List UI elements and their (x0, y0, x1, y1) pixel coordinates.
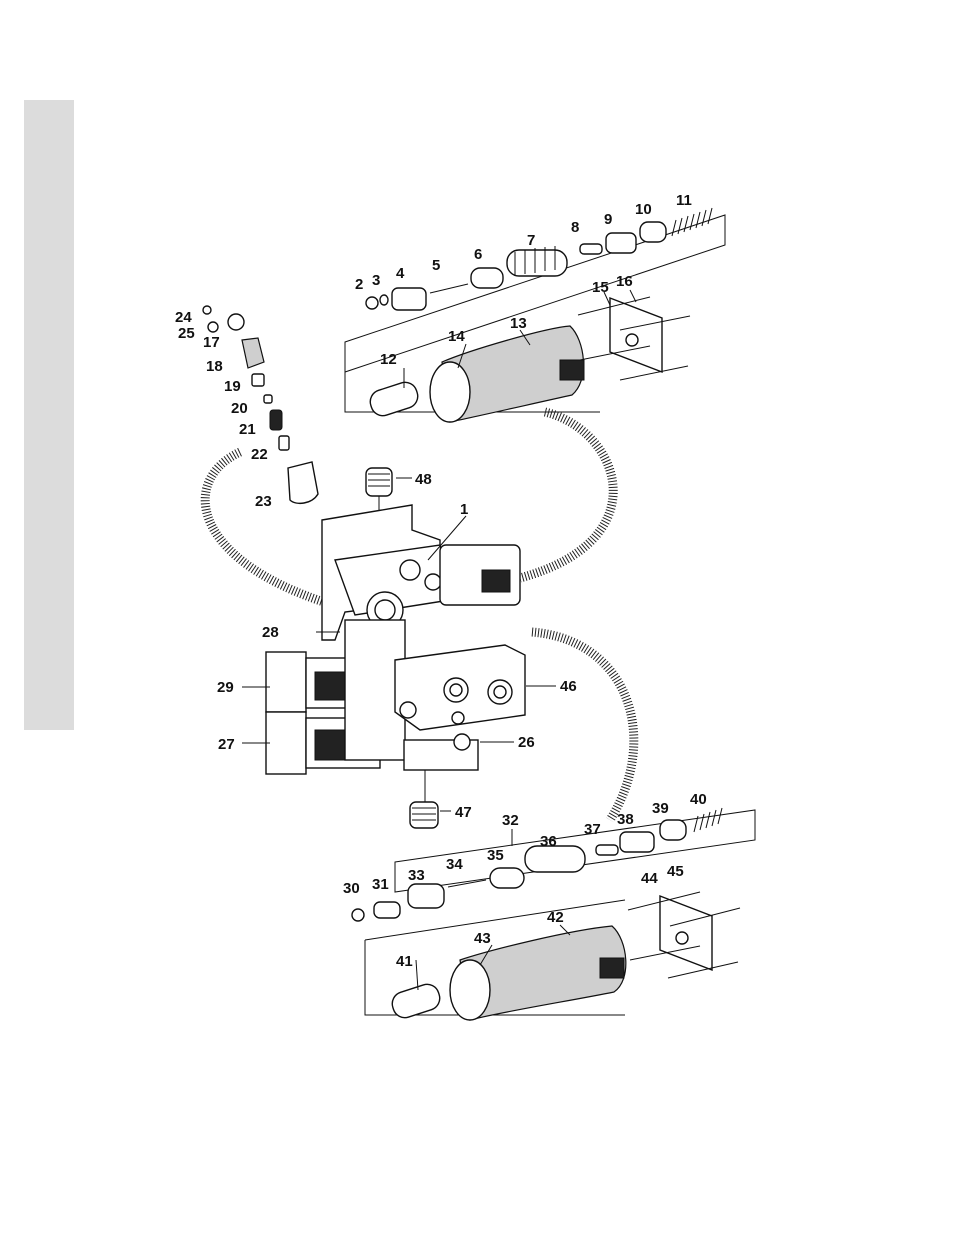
callout-14: 14 (448, 328, 465, 345)
callout-24: 24 (175, 309, 192, 326)
callout-40: 40 (690, 791, 707, 808)
callout-15: 15 (592, 279, 609, 296)
callout-35: 35 (487, 847, 504, 864)
callout-30: 30 (343, 880, 360, 897)
callout-10: 10 (635, 201, 652, 218)
callout-28: 28 (262, 624, 279, 641)
callout-7: 7 (527, 232, 535, 249)
callout-20: 20 (231, 400, 248, 417)
callout-31: 31 (372, 876, 389, 893)
callout-9: 9 (604, 211, 612, 228)
callout-3: 3 (372, 272, 380, 289)
callout-6: 6 (474, 246, 482, 263)
callout-46: 46 (560, 678, 577, 695)
callout-4: 4 (396, 265, 405, 282)
callout-32: 32 (502, 812, 519, 829)
callout-47: 47 (455, 804, 472, 821)
callout-21: 21 (239, 421, 256, 438)
callout-22: 22 (251, 446, 268, 463)
callout-37: 37 (584, 821, 601, 838)
callout-25: 25 (178, 325, 195, 342)
callout-42: 42 (547, 909, 564, 926)
callout-43: 43 (474, 930, 491, 947)
callout-1: 1 (460, 501, 468, 518)
callout-11: 11 (676, 192, 692, 209)
callout-36: 36 (540, 833, 557, 850)
callout-18: 18 (206, 358, 223, 375)
callout-16: 16 (616, 273, 633, 290)
callout-23: 23 (255, 493, 272, 510)
callout-5: 5 (432, 257, 440, 274)
valve-body (266, 468, 525, 828)
override-stack (203, 306, 318, 503)
callout-39: 39 (652, 800, 669, 817)
callout-41: 41 (396, 953, 413, 970)
callout-38: 38 (617, 811, 634, 828)
callout-27: 27 (218, 736, 235, 753)
callout-19: 19 (224, 378, 241, 395)
callout-17: 17 (203, 334, 220, 351)
callout-48: 48 (415, 471, 432, 488)
callout-13: 13 (510, 315, 527, 332)
callout-26: 26 (518, 734, 535, 751)
callout-45: 45 (667, 863, 684, 880)
callout-44: 44 (641, 870, 658, 887)
callout-29: 29 (217, 679, 234, 696)
callout-33: 33 (408, 867, 425, 884)
callout-12: 12 (380, 351, 397, 368)
callout-2: 2 (355, 276, 363, 293)
callout-34: 34 (446, 856, 463, 873)
callout-8: 8 (571, 219, 579, 236)
